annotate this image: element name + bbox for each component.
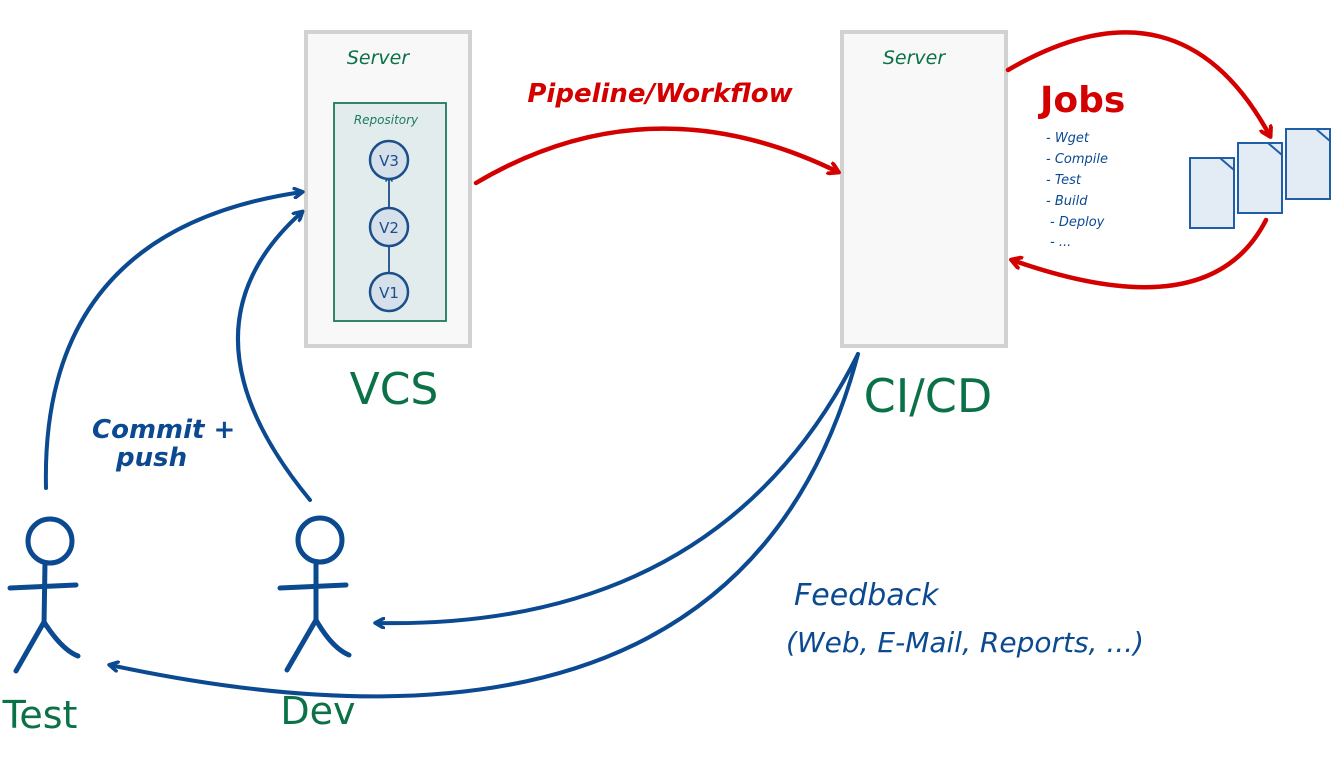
job-item: - ... [1050, 235, 1071, 250]
vcs-caption: VCS [350, 364, 439, 415]
actor-test [7, 516, 81, 674]
pipeline-arrow [473, 126, 838, 186]
dev-commit-arrow [235, 212, 312, 502]
artifacts [1189, 128, 1331, 229]
commit-label-line2: push [115, 443, 187, 473]
document-icon [1285, 128, 1331, 200]
vcs-server: Server Repository V3 V2 V1 VCS [304, 30, 472, 415]
stick-figure-icon [277, 515, 352, 673]
job-item: - Build [1046, 194, 1088, 209]
ci-server-label: Server [883, 47, 946, 69]
job-item: - Wget [1046, 131, 1090, 146]
stick-figure-icon [7, 516, 81, 674]
pipeline-label: Pipeline/Workflow [527, 79, 793, 109]
jobs-out-arrow [1005, 30, 1270, 136]
version-node-v1: V1 [368, 271, 410, 313]
job-item: - Compile [1046, 152, 1108, 167]
repository: Repository V3 V2 V1 [333, 102, 447, 322]
feedback-title: Feedback [794, 578, 940, 613]
version-label: V1 [379, 284, 399, 302]
version-node-v2: V2 [368, 206, 410, 248]
test-commit-arrow [43, 192, 302, 490]
vcs-server-label: Server [347, 47, 410, 69]
version-label: V2 [379, 219, 399, 237]
feedback-dev-arrow [376, 352, 860, 623]
ci-server-box [840, 30, 1008, 348]
document-icon [1189, 157, 1235, 229]
version-node-v3: V3 [368, 139, 410, 181]
version-label: V3 [379, 152, 399, 170]
actor-dev [277, 515, 352, 673]
ci-server: Server CI/CD [840, 30, 1008, 423]
repository-label: Repository [354, 113, 419, 127]
ci-caption: CI/CD [864, 369, 993, 423]
jobs-title: Jobs [1037, 80, 1125, 121]
actor-test-label: Test [2, 693, 78, 737]
document-icon [1237, 142, 1283, 214]
jobs-list: - Wget - Compile - Test - Build - Deploy… [1046, 131, 1108, 250]
feedback-details: (Web, E-Mail, Reports, ...) [786, 626, 1144, 659]
actor-dev-label: Dev [280, 689, 355, 733]
job-item: - Deploy [1050, 215, 1105, 230]
feedback-test-arrow [110, 352, 860, 699]
job-item: - Test [1046, 173, 1082, 188]
commit-label-line1: Commit + [92, 415, 235, 445]
jobs-return-arrow [1012, 217, 1269, 290]
